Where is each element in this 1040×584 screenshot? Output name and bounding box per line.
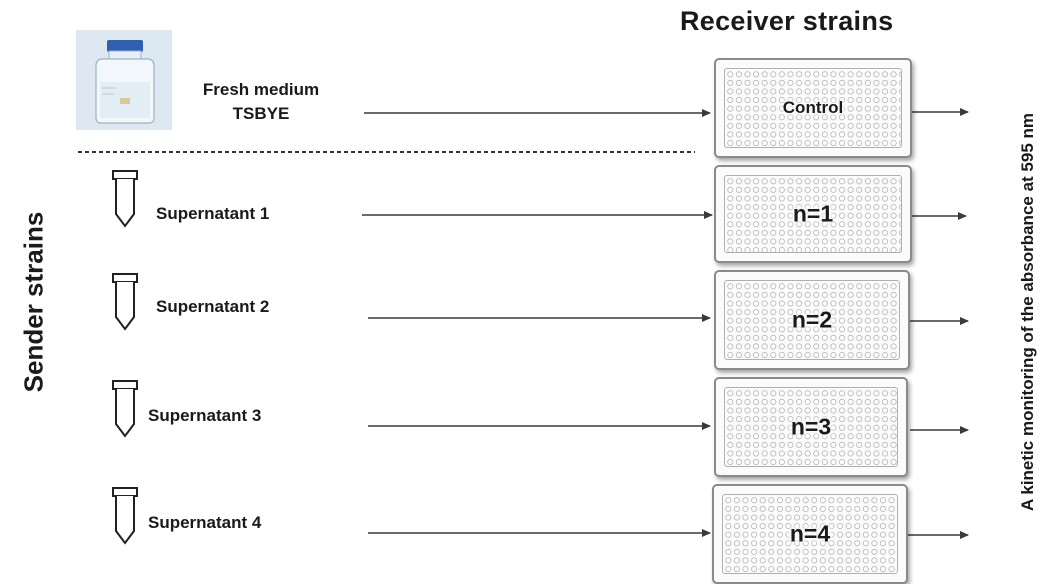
plate-1-label: n=1 xyxy=(792,200,834,227)
control-plate: Control xyxy=(714,58,912,158)
receiver-plate-3: n=3 xyxy=(714,377,908,477)
plate-2-label: n=2 xyxy=(791,306,833,333)
supernatant-4-label: Supernatant 4 xyxy=(148,513,262,532)
fresh-medium-line1: Fresh medium xyxy=(202,80,320,99)
well-grid xyxy=(722,494,898,574)
centrifuge-tube-icon xyxy=(110,170,140,233)
supernatant-2-label: Supernatant 2 xyxy=(156,297,270,316)
plate-3-label: n=3 xyxy=(790,413,832,440)
fresh-medium-line2: TSBYE xyxy=(232,104,290,123)
control-plate-label: Control xyxy=(782,98,844,117)
plate-4-label: n=4 xyxy=(789,520,831,547)
diagram-title: Receiver strains xyxy=(680,6,894,36)
well-grid xyxy=(724,387,898,467)
well-grid xyxy=(724,280,900,360)
receiver-plate-1: n=1 xyxy=(714,165,912,263)
well-grid xyxy=(724,68,902,148)
centrifuge-tube-icon xyxy=(110,273,140,336)
supernatant-3-label: Supernatant 3 xyxy=(148,406,262,425)
centrifuge-tube-icon xyxy=(110,380,140,443)
receiver-plate-4: n=4 xyxy=(712,484,908,584)
receiver-plate-2: n=2 xyxy=(714,270,910,370)
medium-bottle-icon xyxy=(76,30,172,130)
well-grid xyxy=(724,175,902,253)
centrifuge-tube-icon xyxy=(110,487,140,550)
supernatant-1-label: Supernatant 1 xyxy=(156,204,270,223)
fresh-medium-label: Fresh medium TSBYE xyxy=(176,78,346,126)
